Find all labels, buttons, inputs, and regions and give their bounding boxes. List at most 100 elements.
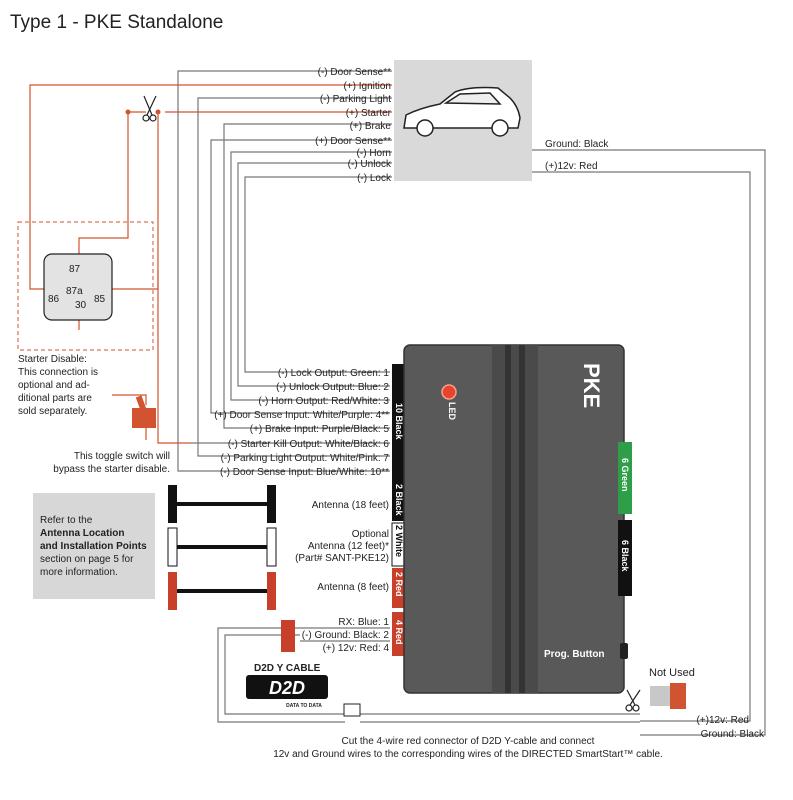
page-title: Type 1 - PKE Standalone <box>10 12 223 33</box>
module-groove <box>505 345 511 693</box>
connector-6-green <box>618 442 632 514</box>
power-wires <box>532 149 766 736</box>
car-icon <box>403 86 521 137</box>
not-used-label: Not Used <box>649 667 695 679</box>
ground-label: Ground: Black <box>545 139 609 150</box>
connector-10-black <box>392 364 406 482</box>
connector-2-white-label: 2 White <box>394 525 404 557</box>
svg-text:(-) Unlock Output: Blue: 2: (-) Unlock Output: Blue: 2 <box>276 382 389 393</box>
svg-text:(-) Door Sense Input: Blue/Whi: (-) Door Sense Input: Blue/White: 10** <box>220 467 389 478</box>
svg-text:bypass the starter disable.: bypass the starter disable. <box>53 464 170 475</box>
starter-wires <box>29 84 392 444</box>
antenna-8ft-label: Antenna (8 feet) <box>317 582 389 593</box>
svg-text:(-) Lock: (-) Lock <box>357 173 392 184</box>
relay-pin-85: 85 <box>94 294 106 305</box>
d2d-logo-text: D2D <box>269 678 305 698</box>
d2d-cable-wires <box>217 627 640 723</box>
connector-4-red-label: 4 Red <box>394 620 404 645</box>
d2d-white-connector <box>343 703 361 717</box>
scissors-icon <box>625 689 641 712</box>
d2d-red-connector <box>281 620 295 652</box>
module-brand: PKE <box>579 363 604 408</box>
prog-button-label: Prog. Button <box>544 649 605 660</box>
svg-text:(-) Starter Kill Output: White: (-) Starter Kill Output: White/Black: 6 <box>228 439 390 450</box>
svg-text:ditional parts are: ditional parts are <box>18 393 92 404</box>
connector-6-black <box>618 520 632 596</box>
d2d-tagline: DATA TO DATA <box>286 703 322 709</box>
relay-pin-87: 87 <box>69 264 81 275</box>
antenna-part-label: (Part# SANT-PKE12) <box>295 553 389 564</box>
toggle-switch-icon <box>132 395 156 428</box>
svg-text:(-) Parking Light Output: Whit: (-) Parking Light Output: White/Pink: 7 <box>221 453 390 464</box>
splice-dot <box>155 109 161 115</box>
footer-line-1: Cut the 4-wire red connector of D2D Y-ca… <box>342 736 595 747</box>
d2d-logo <box>246 675 328 699</box>
svg-text:(-) Ground: Black: 2: (-) Ground: Black: 2 <box>302 630 390 641</box>
connector-2-black-label: 2 Black <box>394 484 404 517</box>
connector-2-black <box>392 482 406 521</box>
svg-text:(-) Horn: (-) Horn <box>357 148 391 159</box>
module-center-band <box>492 345 538 693</box>
relay <box>43 253 113 321</box>
footer-line-2: 12v and Ground wires to the correspondin… <box>273 749 663 760</box>
bottom-power-label: (+)12v: Red <box>696 715 749 726</box>
svg-text:(-) Lock Output: Green: 1: (-) Lock Output: Green: 1 <box>278 368 390 379</box>
antenna-optional-label: Optional <box>352 529 389 540</box>
toggle-note: This toggle switch will bypass the start… <box>53 451 170 475</box>
car-wire-labels: (-) Door Sense** (+) Ignition (-) Parkin… <box>315 67 392 184</box>
svg-text:(+) Brake: (+) Brake <box>350 121 392 132</box>
svg-text:Starter Disable:: Starter Disable: <box>18 354 87 365</box>
antenna-note-box <box>33 493 155 599</box>
output-wires <box>177 70 392 472</box>
svg-text:more information.: more information. <box>40 567 118 578</box>
svg-text:Antenna Location: Antenna Location <box>40 528 124 539</box>
d2d-wire-labels: RX: Blue: 1 (-) Ground: Black: 2 (+) 12v… <box>302 617 390 654</box>
svg-text:(+) Ignition: (+) Ignition <box>343 81 391 92</box>
svg-text:and Installation Points: and Installation Points <box>40 541 147 552</box>
splice-dot <box>125 109 131 115</box>
antenna-12ft-label: Antenna (12 feet)* <box>308 541 389 552</box>
svg-text:This connection is: This connection is <box>18 367 98 378</box>
svg-text:optional and ad-: optional and ad- <box>18 380 90 391</box>
relay-pin-87a: 87a <box>66 286 83 297</box>
svg-text:RX: Blue: 1: RX: Blue: 1 <box>338 617 389 628</box>
bottom-ground-label: Ground: Black <box>701 729 765 740</box>
connector-2-red <box>392 568 406 608</box>
module-output-labels: (-) Lock Output: Green: 1 (-) Unlock Out… <box>214 368 389 478</box>
relay-pin-86: 86 <box>48 294 60 305</box>
svg-text:(+) Brake Input: Purple/Black:: (+) Brake Input: Purple/Black: 5 <box>250 424 390 435</box>
svg-text:Refer to the: Refer to the <box>40 515 93 526</box>
svg-text:(-) Horn Output: Red/White: 3: (-) Horn Output: Red/White: 3 <box>258 396 389 407</box>
svg-text:(-) Parking Light: (-) Parking Light <box>320 94 391 105</box>
connector-2-red-label: 2 Red <box>394 572 404 597</box>
connector-4-red <box>392 612 406 656</box>
svg-text:sold separately.: sold separately. <box>18 406 87 417</box>
antenna-8ft <box>168 572 276 610</box>
antenna-12ft-optional <box>167 527 277 567</box>
antenna-18ft <box>168 485 276 523</box>
svg-text:(+) Door Sense Input: White/Pu: (+) Door Sense Input: White/Purple: 4** <box>214 410 389 421</box>
antenna-note: Refer to the Antenna Location and Instal… <box>40 515 147 578</box>
svg-text:This toggle switch will: This toggle switch will <box>74 451 170 462</box>
svg-text:(-) Door Sense**: (-) Door Sense** <box>318 67 391 78</box>
module-groove <box>519 345 525 693</box>
antenna-18ft-label: Antenna (18 feet) <box>312 500 389 511</box>
svg-text:section on page 5 for: section on page 5 for <box>40 554 134 565</box>
connector-6-green-label: 6 Green <box>620 458 630 492</box>
led-label: LED <box>447 402 457 421</box>
relay-pin-30: 30 <box>75 300 87 311</box>
scissors-icon <box>142 95 157 122</box>
svg-text:(+) Starter: (+) Starter <box>346 108 392 119</box>
prog-button[interactable] <box>620 643 628 659</box>
svg-text:(+) Door Sense**: (+) Door Sense** <box>315 136 391 147</box>
svg-text:(+) 12v: Red: 4: (+) 12v: Red: 4 <box>323 643 390 654</box>
not-used-connector <box>670 683 686 709</box>
starter-disable-note: Starter Disable: This connection is opti… <box>18 354 98 417</box>
led-icon <box>441 384 457 400</box>
starter-disable-region <box>17 221 154 351</box>
d2d-cable-label: D2D Y CABLE <box>254 663 321 674</box>
power-label: (+)12v: Red <box>545 161 598 172</box>
svg-text:(-) Unlock: (-) Unlock <box>348 159 392 170</box>
connector-6-black-label: 6 Black <box>620 540 630 573</box>
